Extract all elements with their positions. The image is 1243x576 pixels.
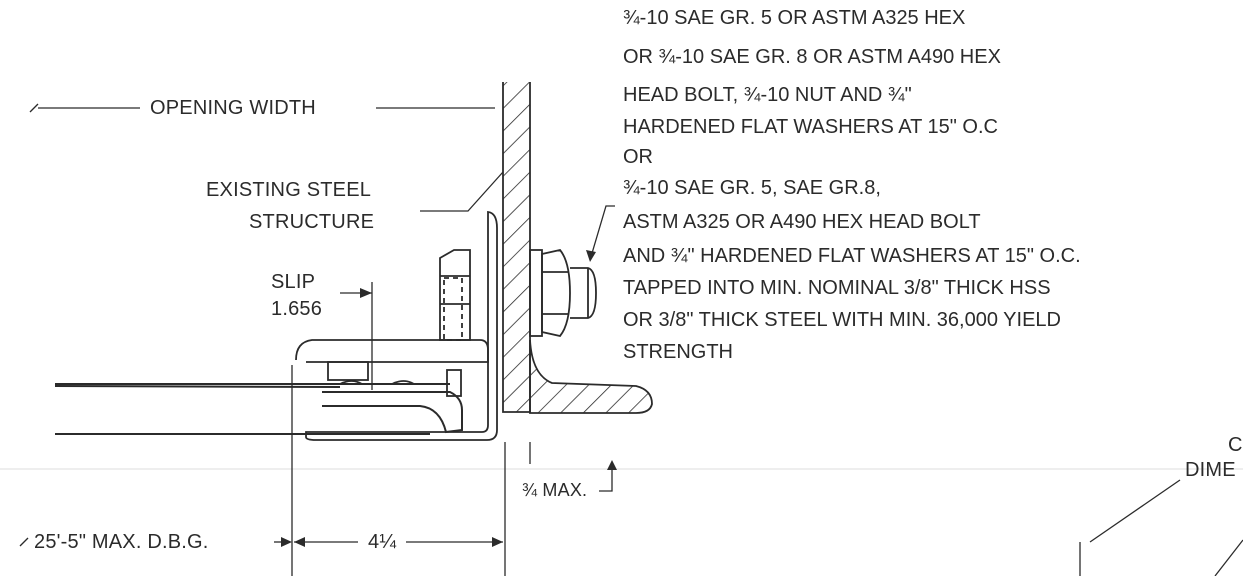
slip-value: 1.656 [271, 298, 323, 320]
dimension-4-25: 4¼ [368, 531, 397, 553]
note-line: ¾-10 SAE GR. 5, SAE GR.8, [623, 177, 881, 199]
note-line: OR 3/8" THICK STEEL WITH MIN. 36,000 YIE… [623, 309, 1061, 331]
note-line: OR ¾-10 SAE GR. 8 OR ASTM A490 HEX [623, 46, 1001, 68]
door-panel-lines [54, 383, 463, 435]
note-line: ASTM A325 OR A490 HEX HEAD BOLT [623, 211, 981, 233]
nuts-washers [327, 361, 462, 397]
note-line: ¾-10 SAE GR. 5 OR ASTM A325 HEX [623, 7, 966, 29]
clip-angle [295, 210, 498, 441]
clip-bolt [439, 249, 471, 341]
opening-width-label: OPENING WIDTH [150, 97, 316, 119]
steel-angle-foot [529, 339, 653, 414]
note-line: AND ¾" HARDENED FLAT WASHERS AT 15" O.C. [623, 245, 1081, 267]
max-gap-label: ¾ MAX. [522, 480, 588, 500]
dbg-label: 25'-5" MAX. D.B.G. [34, 531, 209, 553]
note-line: STRENGTH [623, 341, 733, 363]
edge-label-c: C [1228, 434, 1243, 456]
note-line: TAPPED INTO MIN. NOMINAL 3/8" THICK HSS [623, 277, 1051, 299]
note-line: HARDENED FLAT WASHERS AT 15" O.C [623, 116, 998, 138]
slip-title: SLIP [271, 271, 316, 293]
edge-label-dim: DIME [1185, 459, 1236, 481]
arrowheads [281, 250, 617, 547]
note-line: HEAD BOLT, ¾-10 NUT AND ¾" [623, 84, 912, 106]
structure-label: STRUCTURE [249, 211, 375, 233]
existing-steel-label: EXISTING STEEL [206, 179, 372, 201]
existing-steel-wall [502, 82, 531, 413]
note-line: OR [623, 146, 653, 168]
wall-bolt-nut [529, 249, 597, 337]
